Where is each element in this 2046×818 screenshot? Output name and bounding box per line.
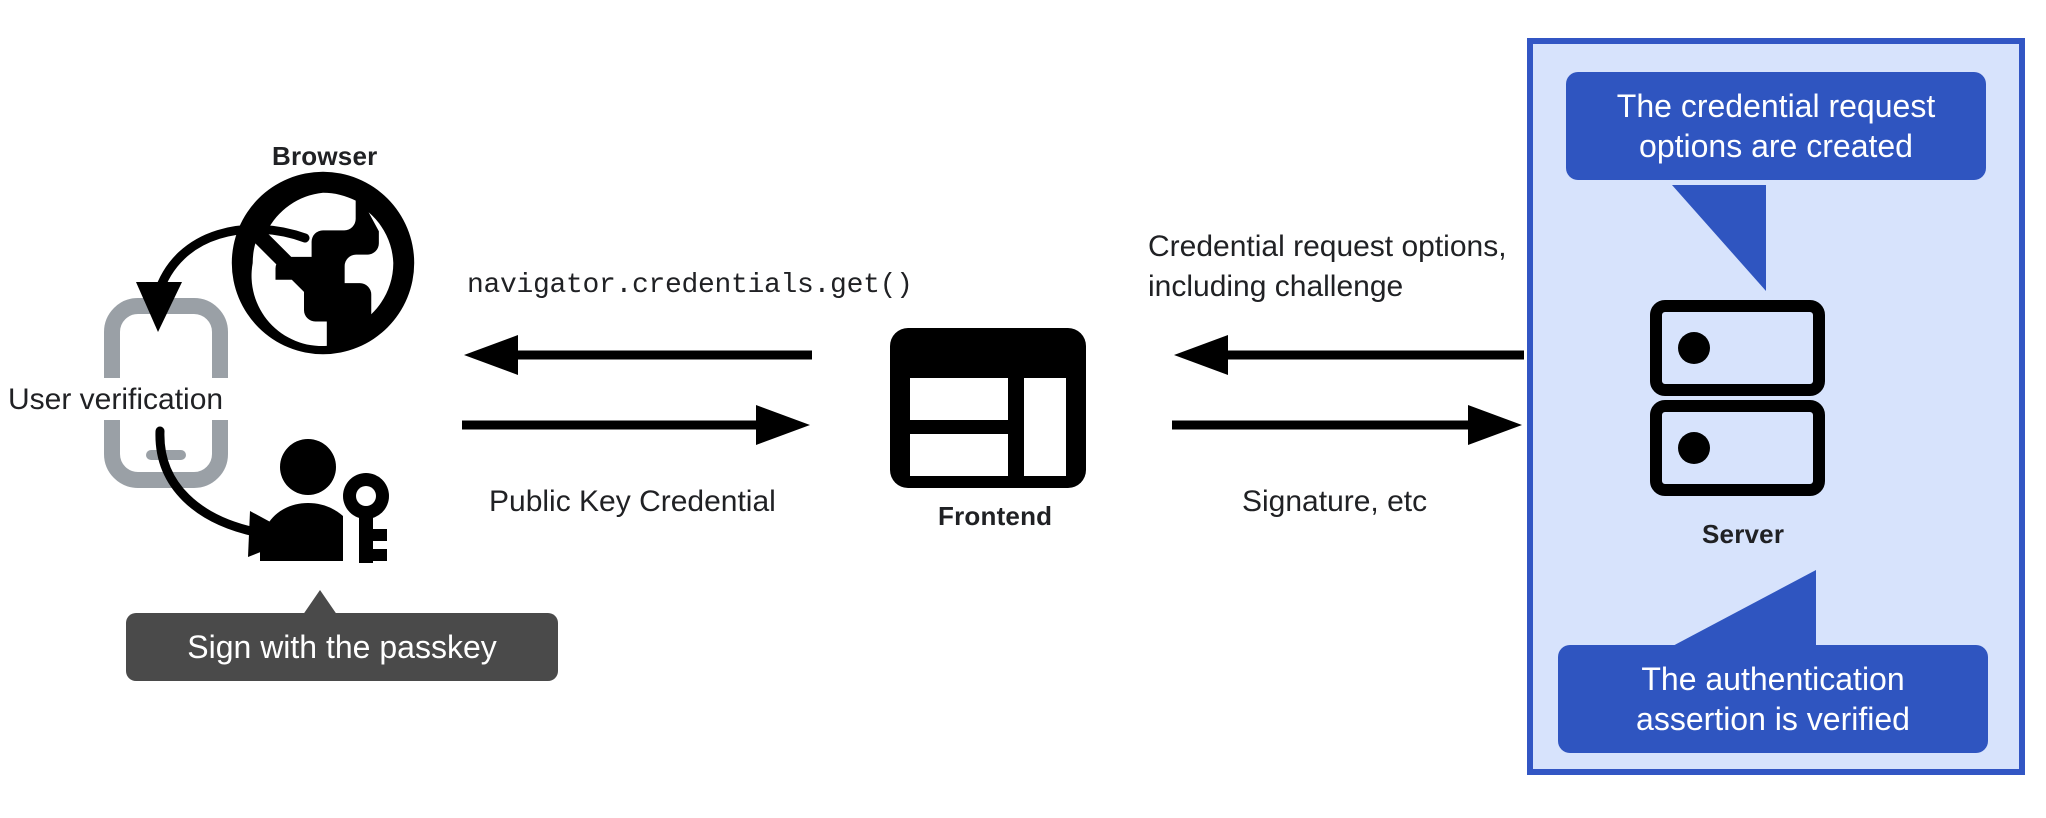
assertion-verified-callout: The authentication assertion is verified	[1558, 645, 1988, 753]
assertion-verified-callout-line2: assertion is verified	[1636, 701, 1910, 737]
public-key-credential-label: Public Key Credential	[489, 485, 776, 518]
credential-options-callout-line2: options are created	[1639, 128, 1913, 164]
assertion-verified-callout-line1: The authentication	[1641, 660, 1905, 697]
arrow-frontend-to-browser	[462, 335, 812, 375]
frontend-label: Frontend	[938, 501, 1053, 531]
signature-etc-label: Signature, etc	[1242, 485, 1428, 518]
credential-request-options-label-line2: including challenge	[1148, 270, 1404, 303]
arrow-browser-to-device	[100, 220, 320, 350]
passkey-callout: Sign with the passkey	[126, 613, 558, 681]
credential-request-options-label-line1: Credential request options,	[1148, 230, 1507, 263]
web-layout-icon	[890, 328, 1086, 488]
label-backdrop	[0, 378, 258, 420]
browser-label: Browser	[272, 141, 378, 171]
arrow-frontend-to-server	[1172, 405, 1524, 445]
person-with-key-icon	[258, 437, 394, 567]
arrow-server-to-frontend	[1172, 335, 1524, 375]
navigator-credentials-get-label: navigator.credentials.get()	[467, 270, 913, 301]
user-verification-label: User verification	[8, 383, 224, 416]
arrow-browser-to-frontend	[462, 405, 812, 445]
globe-icon	[228, 168, 418, 358]
server-label: Server	[1702, 519, 1785, 549]
server-icon	[1650, 300, 1825, 496]
credential-options-callout: The credential request options are creat…	[1566, 72, 1986, 180]
credential-options-callout-line1: The credential request	[1616, 87, 1936, 124]
